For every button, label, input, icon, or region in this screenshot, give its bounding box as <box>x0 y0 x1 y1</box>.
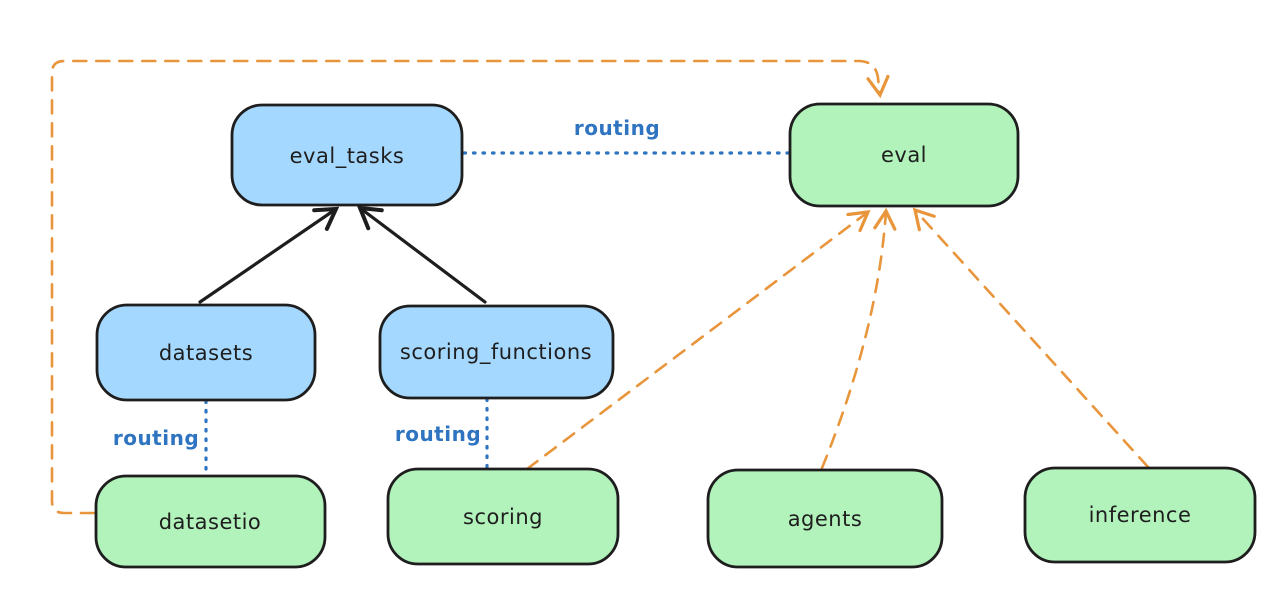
node-eval-tasks-box <box>230 103 464 207</box>
node-eval-tasks-label: eval_tasks <box>290 144 405 169</box>
edge-datasets-to-eval-tasks <box>198 206 340 304</box>
node-datasets-box <box>95 303 317 402</box>
routing-label-datasets-datasetio: routing <box>113 426 199 450</box>
node-scoring: scoring <box>386 467 620 566</box>
node-eval-box <box>788 102 1020 208</box>
node-datasetio-label: datasetio <box>159 510 262 534</box>
node-agents-box <box>706 468 944 569</box>
node-datasetio: datasetio <box>94 474 327 569</box>
node-datasets: datasets <box>95 303 317 402</box>
node-agents: agents <box>706 468 944 569</box>
routing-label-scoring-functions-scoring: routing <box>395 422 481 446</box>
routing-label-eval-tasks-eval: routing <box>574 116 660 140</box>
edge-datasetio-to-eval <box>50 59 890 515</box>
node-eval-tasks: eval_tasks <box>230 103 464 207</box>
node-scoring-functions-label: scoring_functions <box>400 340 592 365</box>
node-eval-label: eval <box>881 143 927 167</box>
node-scoring-label: scoring <box>463 505 543 529</box>
node-scoring-box <box>386 467 620 566</box>
node-scoring-functions: scoring_functions <box>378 304 615 400</box>
node-datasets-label: datasets <box>159 341 253 365</box>
node-datasetio-box <box>94 474 327 569</box>
node-inference: inference <box>1023 466 1257 564</box>
edge-agents-to-eval <box>820 207 897 470</box>
node-inference-box <box>1023 466 1257 564</box>
edge-inference-to-eval <box>912 207 1150 469</box>
node-scoring-functions-box <box>378 304 615 400</box>
edge-scoring-to-eval <box>525 210 871 471</box>
node-inference-label: inference <box>1089 503 1192 527</box>
node-eval: eval <box>788 102 1020 208</box>
node-agents-label: agents <box>788 507 863 531</box>
edge-scoring-functions-to-eval-tasks <box>356 205 487 304</box>
